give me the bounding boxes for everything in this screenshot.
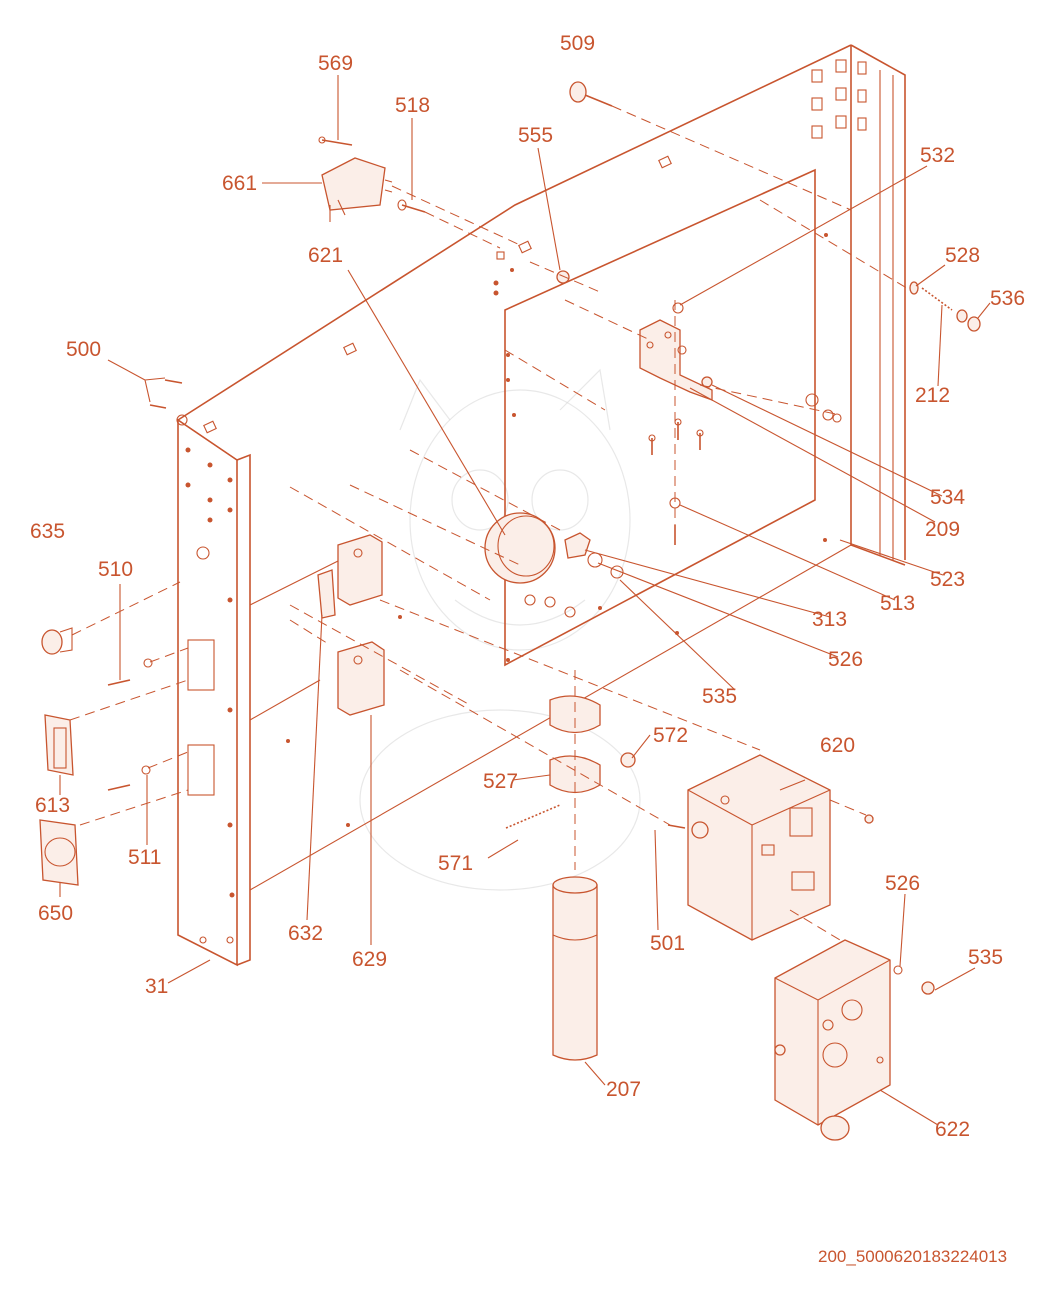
callout-534: 534 bbox=[930, 486, 965, 509]
callout-313: 313 bbox=[812, 608, 847, 631]
callout-526-lower: 526 bbox=[885, 872, 920, 895]
callout-620: 620 bbox=[820, 734, 855, 757]
rod-571 bbox=[505, 804, 561, 829]
nut-620 bbox=[864, 814, 874, 824]
clamp-313 bbox=[564, 532, 624, 579]
bracket-661 bbox=[321, 157, 393, 222]
callout-536: 536 bbox=[990, 287, 1025, 310]
callout-511: 511 bbox=[128, 846, 161, 869]
nut-535b bbox=[921, 981, 935, 995]
screw-569 bbox=[318, 136, 353, 146]
callout-635: 635 bbox=[30, 520, 65, 543]
drawing-id: 200_5000620183224013 bbox=[818, 1247, 1007, 1266]
eyebolt-509 bbox=[569, 81, 613, 107]
outlet-632 bbox=[317, 569, 336, 619]
callout-526: 526 bbox=[828, 648, 863, 671]
receptacle-650 bbox=[39, 819, 79, 886]
bracket-532 bbox=[639, 302, 713, 401]
callout-209: 209 bbox=[925, 518, 960, 541]
screws-510-511 bbox=[107, 658, 153, 791]
callout-632: 632 bbox=[288, 922, 323, 945]
callout-528: 528 bbox=[945, 244, 980, 267]
grommet-621 bbox=[484, 512, 576, 618]
callout-509: 509 bbox=[560, 32, 595, 55]
callout-510: 510 bbox=[98, 558, 133, 581]
callout-513: 513 bbox=[880, 592, 915, 615]
screws-500 bbox=[149, 379, 188, 426]
plate-613 bbox=[44, 714, 74, 776]
callout-650: 650 bbox=[38, 902, 73, 925]
pin-518 bbox=[397, 199, 426, 213]
spring-assembly bbox=[909, 281, 981, 332]
callout-629: 629 bbox=[352, 948, 387, 971]
callout-569: 569 bbox=[318, 52, 353, 75]
callout-207: 207 bbox=[606, 1078, 641, 1101]
button-635 bbox=[41, 627, 73, 655]
callout-532: 532 bbox=[920, 144, 955, 167]
box-629-upper bbox=[337, 534, 383, 606]
leader-lines bbox=[59, 75, 991, 1126]
callout-31: 31 bbox=[145, 975, 168, 998]
callout-212: 212 bbox=[915, 384, 950, 407]
sub-panel bbox=[504, 168, 816, 667]
callout-661: 661 bbox=[222, 172, 257, 195]
nut-555 bbox=[556, 270, 570, 284]
left-rail bbox=[177, 418, 251, 967]
callout-571: 571 bbox=[438, 852, 473, 875]
main-panel bbox=[177, 44, 906, 891]
callout-535-lower: 535 bbox=[968, 946, 1003, 969]
callout-500: 500 bbox=[66, 338, 101, 361]
control-box-622 bbox=[774, 939, 891, 1141]
cylinder-207 bbox=[552, 876, 598, 1061]
watermark-mascot bbox=[359, 368, 641, 891]
alignment-lines bbox=[69, 105, 911, 941]
pipe-clamps-527 bbox=[549, 695, 636, 794]
callout-622: 622 bbox=[935, 1118, 970, 1141]
washer-526b bbox=[893, 965, 903, 975]
callout-621: 621 bbox=[308, 244, 343, 267]
callout-613: 613 bbox=[35, 794, 70, 817]
callout-572: 572 bbox=[653, 724, 688, 747]
screw-501 bbox=[667, 824, 686, 829]
callout-555: 555 bbox=[518, 124, 553, 147]
callout-535: 535 bbox=[702, 685, 737, 708]
screws-209 bbox=[648, 418, 704, 455]
callout-labels: 569 509 518 555 661 532 621 528 536 212 … bbox=[30, 32, 1025, 1141]
callout-523: 523 bbox=[930, 568, 965, 591]
box-629-lower bbox=[337, 641, 385, 716]
callout-501: 501 bbox=[650, 932, 685, 955]
callout-527: 527 bbox=[483, 770, 518, 793]
callout-518: 518 bbox=[395, 94, 430, 117]
control-box-620 bbox=[687, 754, 831, 941]
